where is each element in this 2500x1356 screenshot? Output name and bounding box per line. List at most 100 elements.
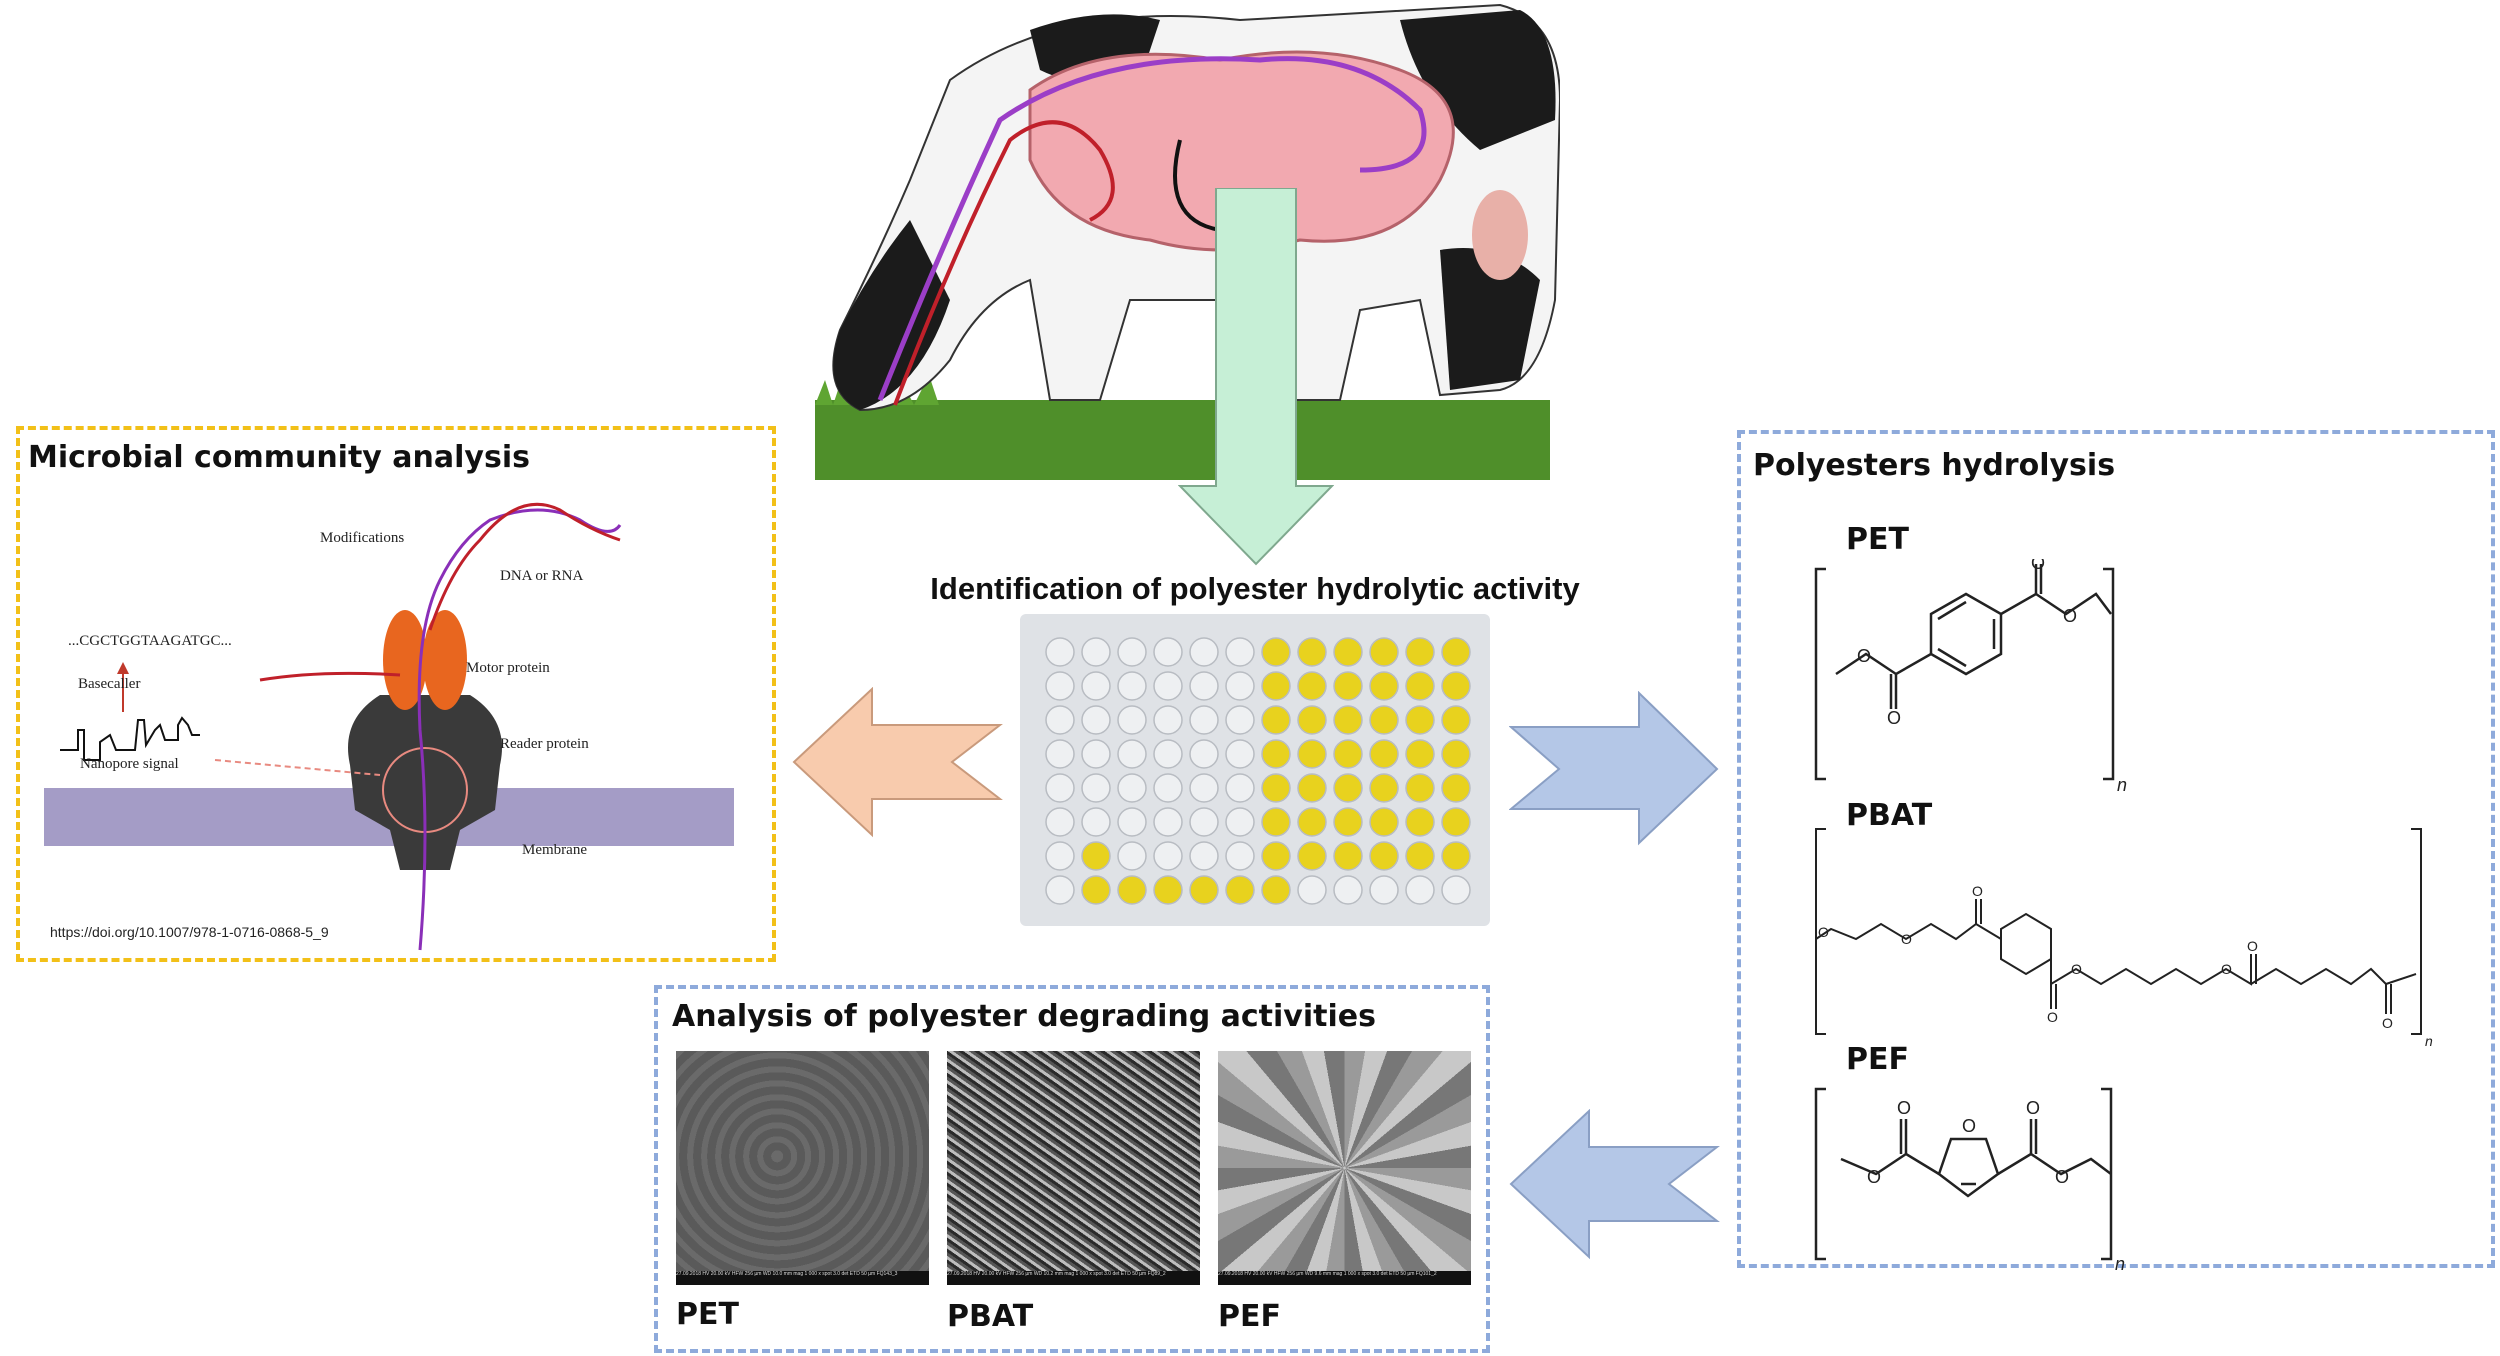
label-dna-rna: DNA or RNA: [500, 568, 584, 584]
well: [1189, 739, 1219, 769]
well: [1225, 773, 1255, 803]
well: [1081, 671, 1111, 701]
well-positive: [1441, 671, 1471, 701]
polymer-label-pef: PEF: [1846, 1042, 1909, 1077]
well-positive: [1369, 671, 1399, 701]
nanopore-diagram: [44, 502, 734, 951]
well: [1117, 807, 1147, 837]
well-positive: [1333, 807, 1363, 837]
well: [1153, 773, 1183, 803]
well-positive: [1297, 773, 1327, 803]
bottom-left-arrow: [1509, 1109, 1720, 1260]
label-membrane: Membrane: [522, 842, 587, 858]
well-positive: [1117, 875, 1147, 905]
well-positive: [1261, 875, 1291, 905]
right-arrow: [1509, 691, 1719, 846]
well: [1153, 671, 1183, 701]
svg-text:O: O: [2221, 961, 2232, 977]
well-positive: [1369, 705, 1399, 735]
well: [1225, 807, 1255, 837]
center-title: Identification of polyester hydrolytic a…: [930, 571, 1580, 606]
well-positive: [1369, 773, 1399, 803]
well: [1225, 739, 1255, 769]
sem-image-pef: 27.09.2018 HV 20.00 kV HFW 256 µm WD 9.6…: [1218, 1051, 1471, 1285]
svg-text:O: O: [1867, 1167, 1881, 1187]
well-positive: [1441, 773, 1471, 803]
sample-label-pet: PET: [676, 1297, 739, 1332]
sem-info-bar: 27.09.2018 HV 20.00 kV HFW 256 µm WD 10.…: [676, 1271, 929, 1285]
label-sequence: ...CGCTGGTAAGATGC...: [68, 633, 232, 649]
svg-text:O: O: [2071, 961, 2082, 977]
well-positive: [1333, 739, 1363, 769]
doi-link[interactable]: https://doi.org/10.1007/978-1-0716-0868-…: [50, 924, 329, 940]
well: [1189, 807, 1219, 837]
well: [1117, 637, 1147, 667]
nanopore-signal: [60, 716, 200, 761]
label-reader-protein: Reader protein: [500, 736, 589, 752]
label-modifications: Modifications: [320, 530, 405, 546]
svg-text:n: n: [2117, 775, 2127, 795]
svg-text:O: O: [2055, 1167, 2069, 1187]
well-positive: [1261, 671, 1291, 701]
sample-label-pbat: PBAT: [947, 1299, 1034, 1334]
svg-text:O: O: [2063, 606, 2077, 626]
label-nanopore-signal: Nanopore signal: [80, 756, 179, 772]
pef-structure: O O O O O n: [1814, 1087, 2125, 1274]
well-positive: [1297, 637, 1327, 667]
sem-info-bar: 27.09.2018 HV 20.00 kV HFW 256 µm WD 10.…: [947, 1271, 1200, 1285]
panel-title: Analysis of polyester degrading activiti…: [672, 999, 1376, 1034]
grass: [815, 400, 1550, 480]
well: [1045, 807, 1075, 837]
well-positive: [1441, 807, 1471, 837]
well-positive: [1261, 637, 1291, 667]
well: [1081, 773, 1111, 803]
well: [1081, 637, 1111, 667]
well-positive: [1333, 841, 1363, 871]
sem-image-pet: 27.09.2018 HV 20.00 kV HFW 256 µm WD 10.…: [676, 1051, 929, 1285]
well: [1081, 739, 1111, 769]
sem-info-bar: 27.09.2018 HV 20.00 kV HFW 256 µm WD 9.6…: [1218, 1271, 1471, 1285]
svg-text:O: O: [1897, 1098, 1911, 1118]
well: [1081, 807, 1111, 837]
well: [1045, 739, 1075, 769]
cow-illustration: [815, 3, 1560, 480]
svg-text:O: O: [1901, 931, 1912, 947]
well: [1117, 773, 1147, 803]
svg-text:O: O: [2026, 1098, 2040, 1118]
svg-text:n: n: [2425, 1033, 2433, 1049]
left-arrow: [792, 687, 1003, 838]
well: [1441, 875, 1471, 905]
well-positive: [1261, 807, 1291, 837]
svg-text:O: O: [2382, 1015, 2393, 1031]
well-positive: [1441, 841, 1471, 871]
well: [1225, 705, 1255, 735]
svg-text:O: O: [2247, 938, 2258, 954]
well: [1045, 705, 1075, 735]
well-positive: [1261, 739, 1291, 769]
well-positive: [1297, 739, 1327, 769]
well-positive: [1261, 773, 1291, 803]
well: [1045, 773, 1075, 803]
well-positive: [1297, 807, 1327, 837]
svg-text:O: O: [1972, 883, 1983, 899]
well: [1225, 841, 1255, 871]
well: [1117, 739, 1147, 769]
well: [1045, 637, 1075, 667]
well: [1045, 671, 1075, 701]
well: [1333, 875, 1363, 905]
well-positive: [1405, 807, 1435, 837]
well-positive: [1441, 637, 1471, 667]
well: [1189, 637, 1219, 667]
well-positive: [1333, 705, 1363, 735]
svg-text:O: O: [1887, 708, 1901, 728]
well-positive: [1225, 875, 1255, 905]
well: [1297, 875, 1327, 905]
well: [1045, 841, 1075, 871]
motor-protein: [383, 610, 427, 710]
sample-label-pef: PEF: [1218, 1299, 1281, 1334]
panel-title: Polyesters hydrolysis: [1753, 448, 2116, 483]
well: [1153, 739, 1183, 769]
well: [1189, 705, 1219, 735]
panel-title: Microbial community analysis: [28, 440, 530, 475]
svg-text:n: n: [2115, 1254, 2125, 1274]
